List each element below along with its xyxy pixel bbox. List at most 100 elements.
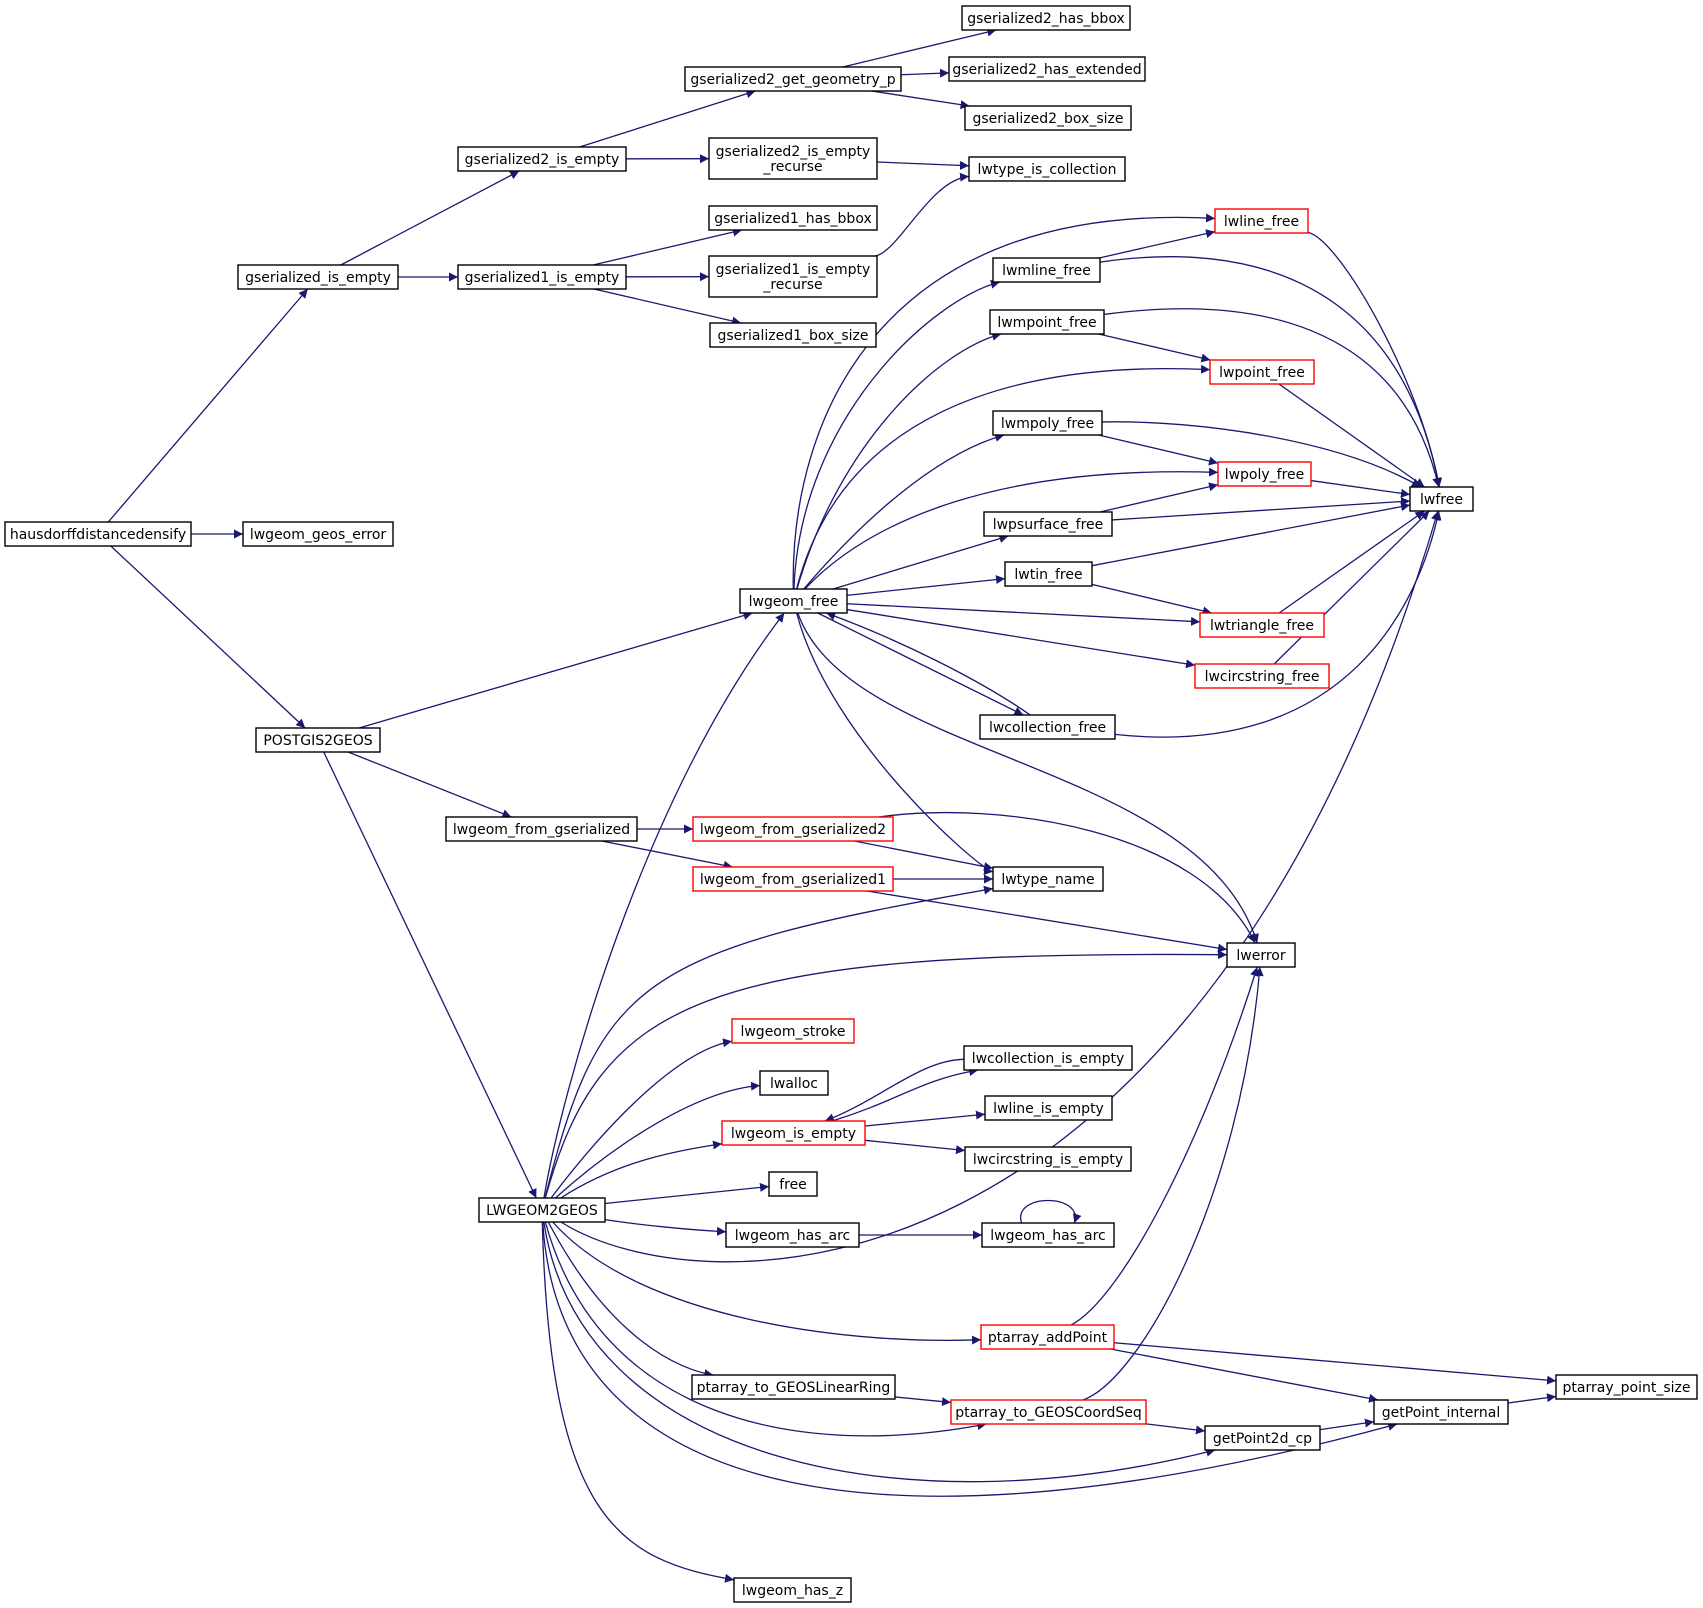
edge-lwline_free-to-lwfree [1307, 231, 1443, 488]
node-lwtin-free[interactable]: lwtin_free [1004, 561, 1093, 587]
node-postgis2geos[interactable]: POSTGIS2GEOS [255, 727, 381, 753]
node-lwgeom-from-gserialized1[interactable]: lwgeom_from_gserialized1 [692, 866, 894, 892]
node-box [708, 205, 878, 231]
edge-gs2_get_geometry_p-to-gs2_has_extended [900, 68, 950, 78]
edge-gs2_is_empty-to-gs2_get_geometry_p [579, 89, 756, 148]
node-box [964, 105, 1132, 131]
node-lwgeom-from-gserialized2[interactable]: lwgeom_from_gserialized2 [692, 816, 894, 842]
node-lwcollection-free[interactable]: lwcollection_free [979, 714, 1116, 740]
node-lwgeom-free[interactable]: lwgeom_free [739, 588, 848, 614]
edge-gs2_get_geometry_p-to-gs2_has_bbox [842, 27, 997, 68]
node-box [1209, 359, 1315, 385]
node-label: lwmpoint_free [997, 315, 1096, 331]
edge-lwpsurface_free-to-lwfree [1111, 497, 1411, 521]
edge-lwgeom2geos-to-lwgeom_has_arc_1 [604, 1218, 727, 1236]
node-label: gserialized2_box_size [972, 111, 1123, 127]
node-box [1199, 612, 1325, 638]
edge-lwmline_free-to-lwline_free [1099, 229, 1216, 259]
node-lwalloc[interactable]: lwalloc [759, 1070, 829, 1096]
node-lwfree[interactable]: lwfree [1409, 486, 1474, 512]
node-label: lwcollection_is_empty [972, 1051, 1125, 1067]
node-free[interactable]: free [768, 1171, 818, 1197]
node-lwcircstring-free[interactable]: lwcircstring_free [1194, 663, 1330, 689]
edge-lwgeom_is_empty-to-lwcircstring_is_empty [864, 1139, 966, 1155]
node-lwgeom-has-z[interactable]: lwgeom_has_z [733, 1577, 852, 1603]
node-label: gserialized2_get_geometry_p [690, 72, 895, 88]
node-label: lwtriangle_free [1210, 618, 1314, 634]
node-box [708, 255, 878, 298]
node-lwgeom-has-arc-2[interactable]: lwgeom_has_arc [981, 1222, 1115, 1248]
edge-lwgeom_free-to-lwtriangle_free [846, 603, 1201, 626]
edge-lwgeom2geos-to-lwgeom_free [543, 612, 785, 1199]
node-lwtype-name[interactable]: lwtype_name [992, 866, 1104, 892]
node-lwcollection-is-empty[interactable]: lwcollection_is_empty [963, 1045, 1133, 1071]
node-lwgeom-stroke[interactable]: lwgeom_stroke [731, 1018, 855, 1044]
node-gs1-box-size[interactable]: gserialized1_box_size [709, 322, 877, 348]
edge-lwgeom_free-to-lwmpoint_free [796, 331, 1002, 590]
node-label: lwerror [1236, 948, 1285, 964]
node-box [1194, 663, 1330, 689]
node-gs-is-empty[interactable]: gserialized_is_empty [237, 264, 399, 290]
node-label: ptarray_point_size [1563, 1380, 1691, 1396]
node-box [692, 866, 894, 892]
node-label: lwcollection_free [989, 720, 1106, 736]
node-lwgeom-geos-error[interactable]: lwgeom_geos_error [242, 521, 394, 547]
node-gs2-has-extended[interactable]: gserialized2_has_extended [948, 56, 1146, 82]
node-lwmpoint-free[interactable]: lwmpoint_free [989, 309, 1105, 335]
node-gs1-is-empty[interactable]: gserialized1_is_empty [457, 264, 627, 290]
node-label: gserialized1_is_empty [465, 270, 620, 286]
node-label: gserialized1_is_empty [716, 262, 871, 278]
node-box [457, 146, 627, 172]
node-lwline-is-empty[interactable]: lwline_is_empty [984, 1095, 1113, 1121]
node-label: lwgeom_has_arc [735, 1228, 851, 1244]
node-gs2-box-size[interactable]: gserialized2_box_size [964, 105, 1132, 131]
node-lwerror[interactable]: lwerror [1226, 942, 1296, 968]
node-lwline-free[interactable]: lwline_free [1214, 208, 1309, 234]
edge-lwgeom2geos-to-lwtype_name [544, 885, 994, 1199]
node-label: lwcircstring_is_empty [973, 1152, 1123, 1168]
node-gs2-is-empty[interactable]: gserialized2_is_empty [457, 146, 627, 172]
node-ptarray-to-GEOSLinearRing[interactable]: ptarray_to_GEOSLinearRing [691, 1374, 896, 1400]
node-gs2-get-geometry-p[interactable]: gserialized2_get_geometry_p [684, 66, 902, 92]
node-label: gserialized1_has_bbox [714, 211, 872, 227]
node-label: ptarray_to_GEOSLinearRing [697, 1380, 891, 1396]
node-lwgeom-has-arc-1[interactable]: lwgeom_has_arc [725, 1222, 860, 1248]
node-lwgeom-is-empty[interactable]: lwgeom_is_empty [721, 1120, 866, 1146]
edge-gs1_is_empty-to-gs1_box_size [593, 288, 742, 326]
node-ptarray-point-size[interactable]: ptarray_point_size [1555, 1374, 1698, 1400]
edge-lwgeom2geos-to-lwgeom_has_z [541, 1221, 735, 1583]
node-lwpoint-free[interactable]: lwpoint_free [1209, 359, 1315, 385]
node-lwgeom-from-gserialized[interactable]: lwgeom_from_gserialized [445, 816, 638, 842]
node-label: _recurse [762, 159, 822, 175]
node-box [1204, 1425, 1321, 1451]
node-lwpoly-free[interactable]: lwpoly_free [1217, 461, 1312, 487]
edge-lwmpoly_free-to-lwfree [1101, 421, 1422, 488]
node-label: lwfree [1420, 492, 1463, 508]
node-gs1-is-empty-recurse[interactable]: gserialized1_is_empty_recurse [708, 255, 878, 298]
node-hausdorff[interactable]: hausdorffdistancedensify [4, 521, 192, 547]
node-lwtype-is-collection[interactable]: lwtype_is_collection [968, 156, 1126, 182]
node-getPoint2d-cp[interactable]: getPoint2d_cp [1204, 1425, 1321, 1451]
node-getPoint-internal[interactable]: getPoint_internal [1373, 1399, 1509, 1425]
node-box [733, 1577, 852, 1603]
node-ptarray-addPoint[interactable]: ptarray_addPoint [980, 1324, 1115, 1350]
edge-lwgeom2geos-to-lwgeom_is_empty [560, 1140, 723, 1199]
node-gs2-is-empty-recurse[interactable]: gserialized2_is_empty_recurse [708, 137, 878, 180]
node-lwcircstring-is-empty[interactable]: lwcircstring_is_empty [964, 1146, 1132, 1172]
node-lwtriangle-free[interactable]: lwtriangle_free [1199, 612, 1325, 638]
node-lwgeom2geos[interactable]: LWGEOM2GEOS [478, 1197, 606, 1223]
node-lwmline-free[interactable]: lwmline_free [992, 257, 1101, 283]
node-box [725, 1222, 860, 1248]
node-box [1226, 942, 1296, 968]
edge-lwgeom_free-to-lwline_free [792, 213, 1216, 590]
node-label: lwcircstring_free [1205, 669, 1320, 685]
node-gs2-has-bbox[interactable]: gserialized2_has_bbox [961, 5, 1131, 31]
edge-hausdorff-to-postgis2geos [110, 545, 306, 729]
node-ptarray-to-GEOSCoordSeq[interactable]: ptarray_to_GEOSCoordSeq [950, 1399, 1147, 1425]
node-box [445, 816, 638, 842]
node-lwmpoly-free[interactable]: lwmpoly_free [992, 410, 1103, 436]
edge-lwgeom_free-to-lwpoint_free [795, 364, 1211, 590]
node-gs1-has-bbox[interactable]: gserialized1_has_bbox [708, 205, 878, 231]
node-lwpsurface-free[interactable]: lwpsurface_free [983, 511, 1113, 537]
